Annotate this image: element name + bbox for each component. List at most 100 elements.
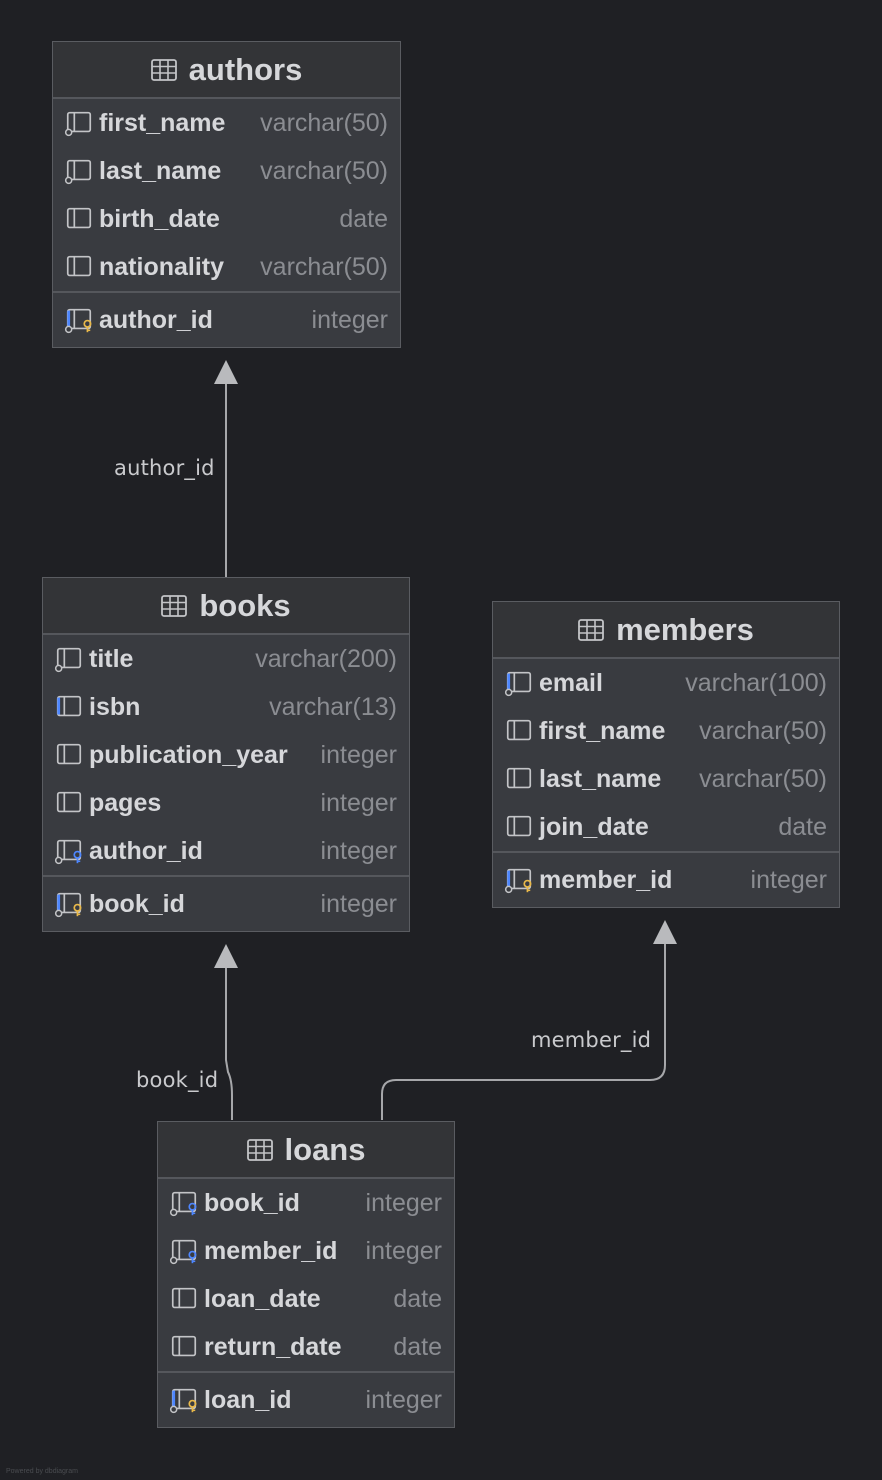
column-name: member_id xyxy=(539,865,673,894)
primary-key-icon xyxy=(54,892,82,918)
table-header[interactable]: authors xyxy=(53,42,400,99)
column-name: last_name xyxy=(99,156,222,185)
column-indexed-icon xyxy=(64,111,92,137)
column-icon xyxy=(506,719,532,741)
column-unique-indexed-icon xyxy=(504,671,532,697)
column-name: title xyxy=(89,644,134,673)
column-name: return_date xyxy=(204,1332,342,1361)
primary-key-icon xyxy=(169,1388,197,1414)
column-icon xyxy=(506,815,532,837)
table-icon xyxy=(578,618,604,641)
column-icon xyxy=(66,255,92,277)
column-name: author_id xyxy=(89,836,203,865)
table-header[interactable]: loans xyxy=(158,1122,454,1179)
column-type: varchar(50) xyxy=(260,252,388,281)
column-type: varchar(50) xyxy=(260,108,388,137)
column-name: email xyxy=(539,668,603,697)
column-icon xyxy=(171,1335,197,1357)
primary-key-row[interactable]: book_id integer xyxy=(43,875,409,931)
column-type: date xyxy=(339,204,388,233)
column-icon xyxy=(506,767,532,789)
column-row[interactable]: publication_year integer xyxy=(43,731,409,779)
table-title: loans xyxy=(284,1131,366,1167)
arrowhead-icon xyxy=(214,944,238,968)
table-icon xyxy=(161,594,188,617)
arrowhead-icon xyxy=(214,360,238,384)
primary-key-row[interactable]: loan_id integer xyxy=(158,1371,454,1427)
column-name: member_id xyxy=(204,1236,338,1265)
column-type: integer xyxy=(365,1236,442,1265)
foreign-key-icon xyxy=(169,1239,197,1265)
column-row[interactable]: last_name varchar(50) xyxy=(53,147,400,195)
column-type: varchar(50) xyxy=(699,764,827,793)
column-type: integer xyxy=(365,1385,442,1414)
column-type: integer xyxy=(320,788,397,817)
column-name: nationality xyxy=(99,252,225,281)
column-name: first_name xyxy=(99,108,226,137)
column-row[interactable]: member_id integer xyxy=(158,1227,454,1275)
column-type: integer xyxy=(320,836,397,865)
column-indexed-icon xyxy=(64,159,92,185)
edge-label-author-id: author_id xyxy=(114,456,215,480)
column-name: isbn xyxy=(89,692,141,721)
column-row[interactable]: title varchar(200) xyxy=(43,635,409,683)
column-row[interactable]: last_name varchar(50) xyxy=(493,755,839,803)
edge-loans-books[interactable] xyxy=(214,944,238,1120)
arrowhead-icon xyxy=(653,920,677,944)
column-name: last_name xyxy=(539,764,662,793)
primary-key-icon xyxy=(504,868,532,894)
edge-label-member-id: member_id xyxy=(531,1028,652,1052)
column-name: join_date xyxy=(539,812,649,841)
column-type: varchar(200) xyxy=(255,644,397,673)
column-row[interactable]: first_name varchar(50) xyxy=(493,707,839,755)
column-type: varchar(100) xyxy=(685,668,827,697)
column-type: varchar(50) xyxy=(699,716,827,745)
column-unique-icon xyxy=(56,695,82,717)
edge-loans-members[interactable] xyxy=(381,920,677,1120)
column-name: loan_id xyxy=(204,1385,292,1414)
footer-credit: Powered by dbdiagram xyxy=(6,1468,78,1475)
table-icon xyxy=(150,58,177,81)
column-row[interactable]: join_date date xyxy=(493,803,839,851)
column-row[interactable]: nationality varchar(50) xyxy=(53,243,400,291)
table-header[interactable]: members xyxy=(493,602,839,659)
table-header[interactable]: books xyxy=(43,578,409,635)
column-row[interactable]: first_name varchar(50) xyxy=(53,99,400,147)
column-name: book_id xyxy=(89,889,185,918)
edge-books-authors[interactable] xyxy=(214,360,238,577)
column-row[interactable]: pages integer xyxy=(43,779,409,827)
column-row[interactable]: loan_date date xyxy=(158,1275,454,1323)
column-icon xyxy=(66,207,92,229)
column-name: publication_year xyxy=(89,740,288,769)
column-icon xyxy=(56,791,82,813)
edge-label-book-id: book_id xyxy=(136,1068,219,1092)
column-type: integer xyxy=(750,865,827,894)
column-name: pages xyxy=(89,788,162,817)
column-row[interactable]: author_id integer xyxy=(43,827,409,875)
column-name: first_name xyxy=(539,716,666,745)
table-icon xyxy=(246,1138,273,1161)
column-row[interactable]: return_date date xyxy=(158,1323,454,1371)
column-name: loan_date xyxy=(204,1284,321,1313)
column-type: date xyxy=(393,1332,442,1361)
column-row[interactable]: email varchar(100) xyxy=(493,659,839,707)
foreign-key-icon xyxy=(169,1191,197,1217)
column-type: integer xyxy=(320,740,397,769)
primary-key-row[interactable]: member_id integer xyxy=(493,851,839,907)
column-type: date xyxy=(778,812,827,841)
column-type: date xyxy=(393,1284,442,1313)
foreign-key-icon xyxy=(54,839,82,865)
column-type: varchar(50) xyxy=(260,156,388,185)
column-indexed-icon xyxy=(54,647,82,673)
column-type: integer xyxy=(320,889,397,918)
column-icon xyxy=(171,1287,197,1309)
